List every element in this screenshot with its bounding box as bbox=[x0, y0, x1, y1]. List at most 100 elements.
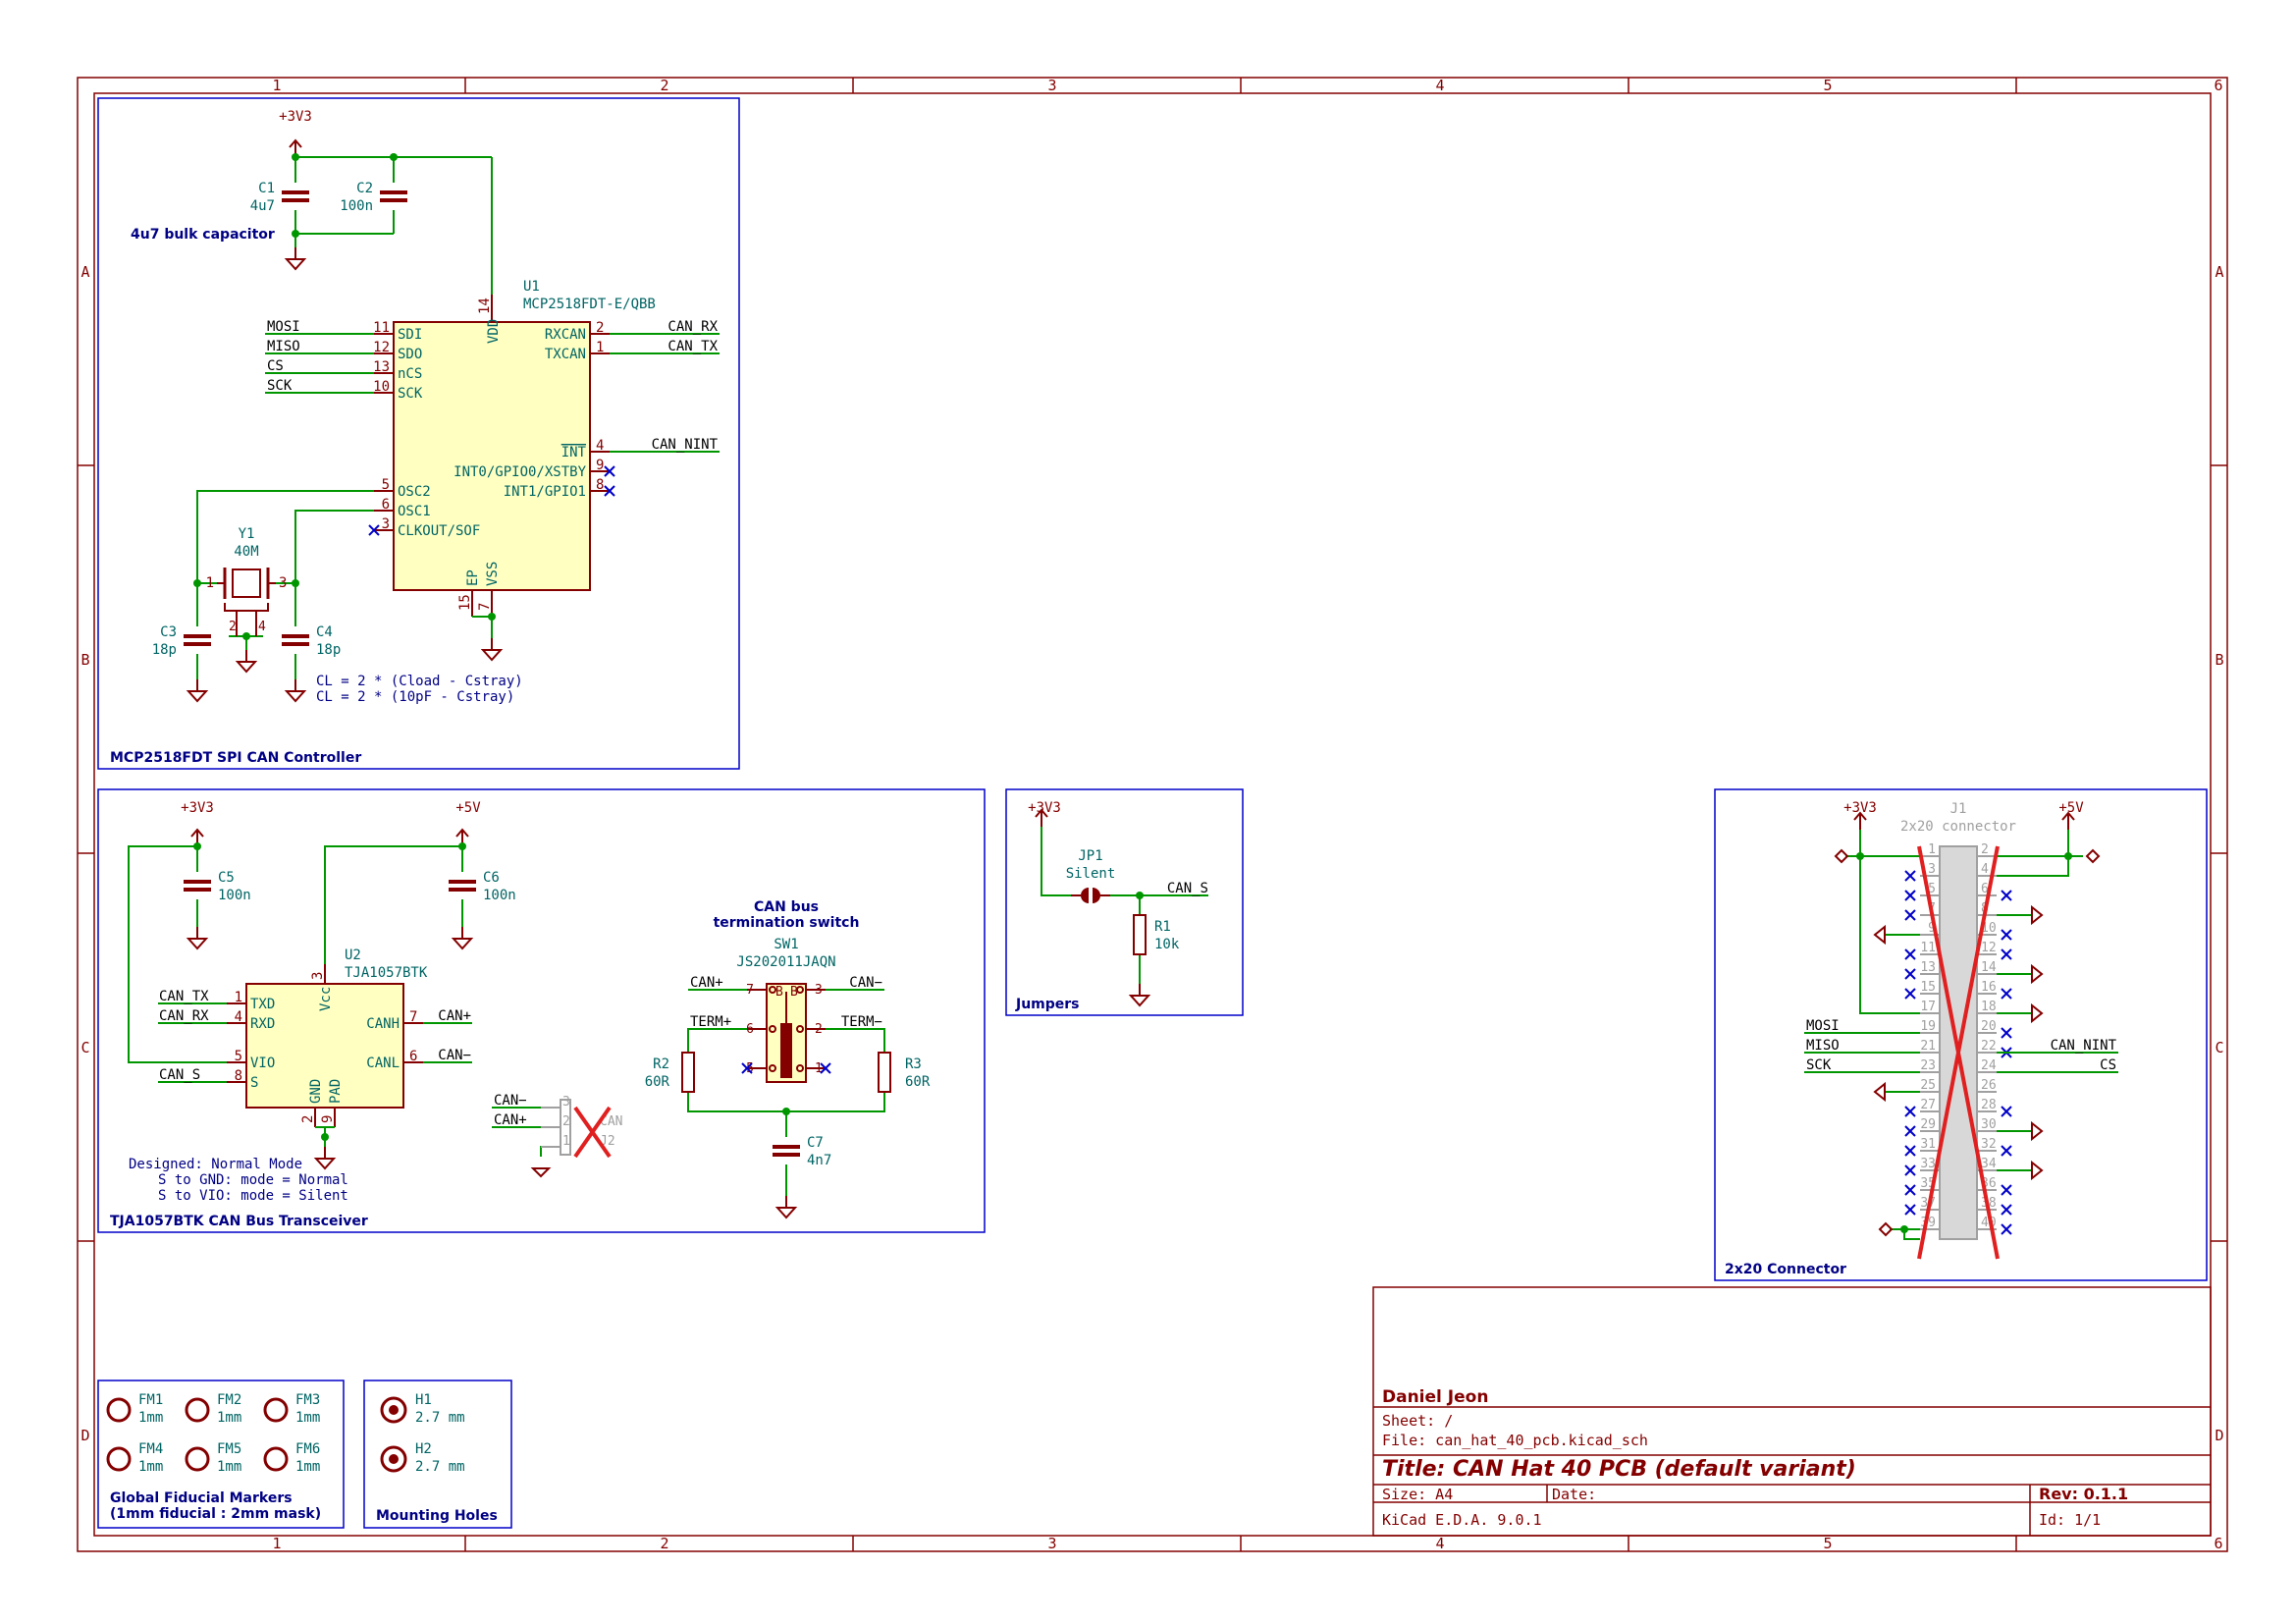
frame-col-label: 1 bbox=[272, 1535, 281, 1552]
ic-u1-mcp2518fdt: U1 MCP2518FDT-E/QBB bbox=[393, 279, 656, 591]
svg-text:100n: 100n bbox=[483, 888, 516, 903]
svg-text:1: 1 bbox=[596, 340, 604, 355]
svg-text:6: 6 bbox=[409, 1049, 417, 1064]
group-title-tja: TJA1057BTK CAN Bus Transceiver bbox=[110, 1214, 368, 1229]
svg-text:5: 5 bbox=[382, 477, 390, 493]
no-connect-marker bbox=[1904, 1125, 1916, 1137]
svg-text:1mm: 1mm bbox=[295, 1410, 320, 1426]
j1-pin-number: 9 bbox=[1928, 921, 1936, 936]
frame-row-label: D bbox=[80, 1427, 89, 1444]
j1-pin-number: 12 bbox=[1981, 941, 1997, 955]
svg-text:B: B bbox=[790, 985, 798, 1000]
frame-col-label: 6 bbox=[2214, 77, 2222, 94]
capacitor-c5: C5 100n bbox=[182, 870, 251, 903]
net-label-mosi: MOSI bbox=[267, 319, 300, 335]
svg-text:3: 3 bbox=[815, 983, 823, 998]
title-size: Size: A4 bbox=[1382, 1486, 1453, 1503]
group-title-conn: 2x20 Connector bbox=[1725, 1262, 1846, 1277]
svg-text:18p: 18p bbox=[152, 642, 177, 658]
no-connect-marker bbox=[1904, 988, 1916, 1000]
ground-symbol bbox=[2031, 904, 2044, 926]
wires-decoupling bbox=[294, 156, 493, 295]
title-kicad: KiCad E.D.A. 9.0.1 bbox=[1382, 1511, 1542, 1529]
svg-text:1mm: 1mm bbox=[138, 1459, 163, 1475]
svg-text:10k: 10k bbox=[1154, 937, 1180, 952]
svg-text:+5V: +5V bbox=[2058, 800, 2084, 816]
svg-text:FM2: FM2 bbox=[217, 1392, 241, 1408]
junction bbox=[488, 613, 496, 621]
svg-text:1: 1 bbox=[815, 1061, 823, 1076]
svg-text:FM3: FM3 bbox=[295, 1392, 320, 1408]
svg-text:MCP2518FDT-E/QBB: MCP2518FDT-E/QBB bbox=[523, 297, 656, 312]
net-label-term-minus: TERM− bbox=[841, 1014, 882, 1030]
crystal-y1: Y1 40M 1 3 2 4 bbox=[206, 526, 287, 636]
svg-text:GND: GND bbox=[308, 1079, 324, 1104]
connector-j2-dnp: 3 2 1 CAN J2 CAN− CAN+ bbox=[492, 1093, 622, 1178]
svg-text:CAN: CAN bbox=[600, 1114, 622, 1129]
svg-text:1mm: 1mm bbox=[295, 1459, 320, 1475]
no-connect-marker bbox=[2001, 1204, 2012, 1216]
wires-u2-nets bbox=[158, 1002, 472, 1147]
svg-text:JS202011JAQN: JS202011JAQN bbox=[736, 954, 835, 970]
svg-text:CLKOUT/SOF: CLKOUT/SOF bbox=[398, 523, 480, 539]
svg-text:RXCAN: RXCAN bbox=[545, 327, 586, 343]
svg-text:C7: C7 bbox=[807, 1135, 824, 1151]
ground-symbol bbox=[237, 649, 256, 673]
frame-row-label: B bbox=[2215, 651, 2223, 669]
svg-text:OSC2: OSC2 bbox=[398, 484, 431, 500]
capacitor-c1: C1 4u7 bbox=[250, 181, 311, 214]
note-design-3: S to VIO: mode = Silent bbox=[158, 1188, 348, 1204]
no-connect-marker bbox=[1904, 1106, 1916, 1117]
j1-pin-number: 24 bbox=[1981, 1058, 1997, 1073]
frame-col-label: 5 bbox=[1823, 1535, 1832, 1552]
svg-text:J1: J1 bbox=[1950, 801, 1967, 817]
svg-text:FM4: FM4 bbox=[138, 1441, 163, 1457]
mounting-hole-h2: H2 2.7 mm bbox=[380, 1441, 465, 1475]
svg-text:U2: U2 bbox=[345, 947, 361, 963]
j1-pin-number: 25 bbox=[1920, 1078, 1936, 1093]
wires-jumper bbox=[1041, 827, 1208, 984]
svg-text:OSC1: OSC1 bbox=[398, 504, 431, 519]
no-connect-marker bbox=[2001, 1145, 2012, 1157]
ground-symbol bbox=[187, 678, 207, 702]
no-connect-marker bbox=[2001, 1223, 2012, 1235]
svg-text:9: 9 bbox=[596, 458, 604, 473]
svg-text:H2: H2 bbox=[415, 1441, 432, 1457]
svg-text:1mm: 1mm bbox=[217, 1459, 241, 1475]
mounting-hole-h1: H1 2.7 mm bbox=[380, 1392, 465, 1426]
no-connect-marker bbox=[1904, 1184, 1916, 1196]
u1-pin-labels: SDI SDO nCS SCK OSC2 OSC1 CLKOUT/SOF 11 … bbox=[373, 298, 604, 611]
frame-col-label: 5 bbox=[1823, 77, 1832, 94]
note-cl-2: CL = 2 * (10pF - Cstray) bbox=[316, 689, 514, 705]
power-3v3-conn: +3V3 bbox=[1843, 800, 1877, 831]
dnp-cross-j1 bbox=[1917, 845, 2000, 1260]
svg-text:4: 4 bbox=[596, 438, 604, 454]
svg-text:1: 1 bbox=[562, 1134, 570, 1149]
svg-text:FM6: FM6 bbox=[295, 1441, 320, 1457]
group-box-jumpers bbox=[1005, 788, 1244, 1016]
svg-text:9: 9 bbox=[320, 1115, 336, 1123]
frame-row-label: B bbox=[80, 651, 89, 669]
svg-text:100n: 100n bbox=[340, 198, 373, 214]
ground-symbol bbox=[2031, 1002, 2044, 1024]
svg-text:VIO: VIO bbox=[250, 1056, 275, 1071]
junctions-j1 bbox=[1856, 852, 2072, 1233]
svg-text:JP1: JP1 bbox=[1078, 848, 1102, 864]
svg-text:EP: EP bbox=[465, 569, 481, 586]
svg-text:11: 11 bbox=[373, 320, 390, 336]
j1-pin-number: 31 bbox=[1920, 1137, 1936, 1152]
svg-text:TXD: TXD bbox=[250, 997, 275, 1012]
svg-text:VSS: VSS bbox=[485, 562, 501, 586]
svg-text:CANL: CANL bbox=[366, 1056, 400, 1071]
frame-row-label: C bbox=[2215, 1039, 2223, 1056]
svg-text:C6: C6 bbox=[483, 870, 500, 886]
note-design-2: S to GND: mode = Normal bbox=[158, 1172, 348, 1188]
svg-text:VDD: VDD bbox=[486, 319, 502, 344]
title-file: File: can_hat_40_pcb.kicad_sch bbox=[1382, 1432, 1648, 1449]
svg-text:+3V3: +3V3 bbox=[181, 800, 214, 816]
frame-col-label: 4 bbox=[1435, 1535, 1444, 1552]
no-connect-marker bbox=[1904, 870, 1916, 882]
net-label-can-rx: CAN_RX bbox=[667, 319, 718, 335]
net-label-can-rx: CAN_RX bbox=[159, 1008, 209, 1024]
